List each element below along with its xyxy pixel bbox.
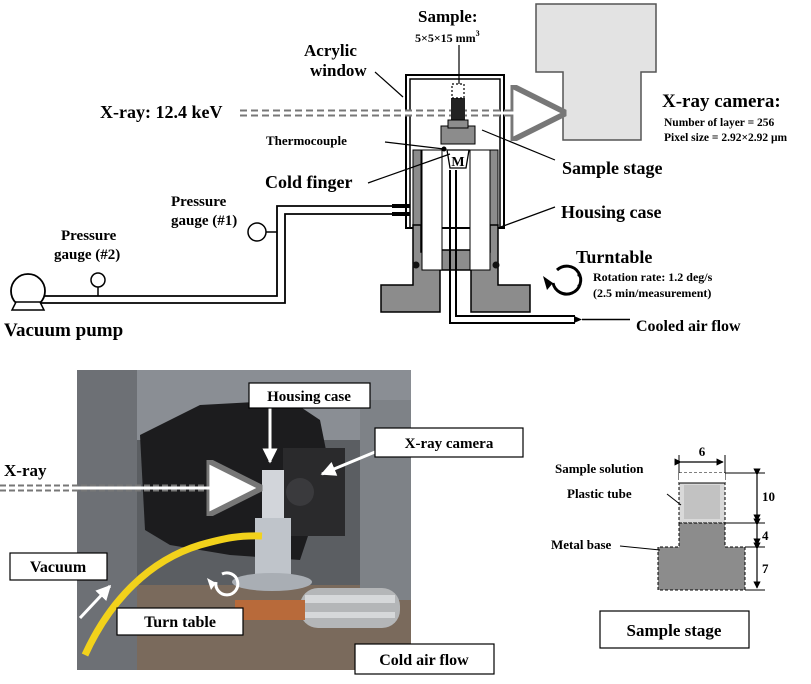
housing-case-label: Housing case [561,202,662,222]
metal-base-label: Metal base [551,537,612,552]
photo-xray-camera: X-ray camera [405,436,494,452]
thermocouple-label: Thermocouple [266,133,347,148]
sample-stage-label: Sample stage [562,158,663,178]
camera-title: X-ray camera: [662,91,781,112]
acrylic-label-1: Acrylic [304,41,357,60]
xray-energy-label: X-ray: 12.4 keV [100,102,222,122]
photo-xray: X-ray [4,461,47,480]
leader-lines [367,45,556,229]
sample-block [451,98,465,120]
rotation-rate: Rotation rate: 1.2 deg/s [593,270,713,284]
photo-cold-air-flow: Cold air flow [379,652,469,669]
sample-solution-label: Sample solution [555,461,644,476]
sample-stage-detail: 6 10 4 7 Sample solution Plastic tube Me… [551,444,775,649]
camera-layers: Number of layer = 256 [664,117,775,129]
plastic-tube-label: Plastic tube [567,486,632,501]
vacuum-line [10,204,410,311]
cooled-air-label: Cooled air flow [636,318,741,335]
top-schematic: M [4,3,788,341]
dim-width: 6 [699,444,706,459]
photo-vacuum: Vacuum [30,559,87,576]
vacuum-pump-label: Vacuum pump [4,320,123,341]
cooled-air-tube [449,170,630,324]
photo-turn-table: Turn table [144,614,216,631]
photo-labels: Housing case X-ray camera X-ray Vacuum T… [4,382,524,675]
pressure-gauge-2-line2: gauge (#2) [54,247,120,263]
turntable-label: Turntable [576,247,652,267]
xray-camera-box [535,3,657,141]
camera-pixel: Pixel size = 2.92×2.92 μm [664,132,788,144]
cold-finger-label: Cold finger [265,172,353,192]
svg-text:M: M [451,155,464,170]
dim-10: 10 [762,489,775,504]
pressure-gauge-1-line2: gauge (#1) [171,213,237,229]
sample-title: Sample: [418,7,478,26]
sample-stage-title: Sample stage [627,621,722,640]
apparatus-photo [0,370,411,670]
acrylic-label-2: window [310,61,367,80]
dim-7: 7 [762,561,769,576]
pressure-gauge-2-line1: Pressure [61,228,117,244]
pressure-gauge-1-line1: Pressure [171,194,227,210]
photo-housing-case: Housing case [267,389,351,405]
sample-stage-top: M [440,119,476,170]
dim-4: 4 [762,528,769,543]
rotation-time: (2.5 min/measurement) [593,286,711,300]
sample-size: 5×5×15 mm3 [415,29,480,45]
rotation-icon [543,264,583,296]
